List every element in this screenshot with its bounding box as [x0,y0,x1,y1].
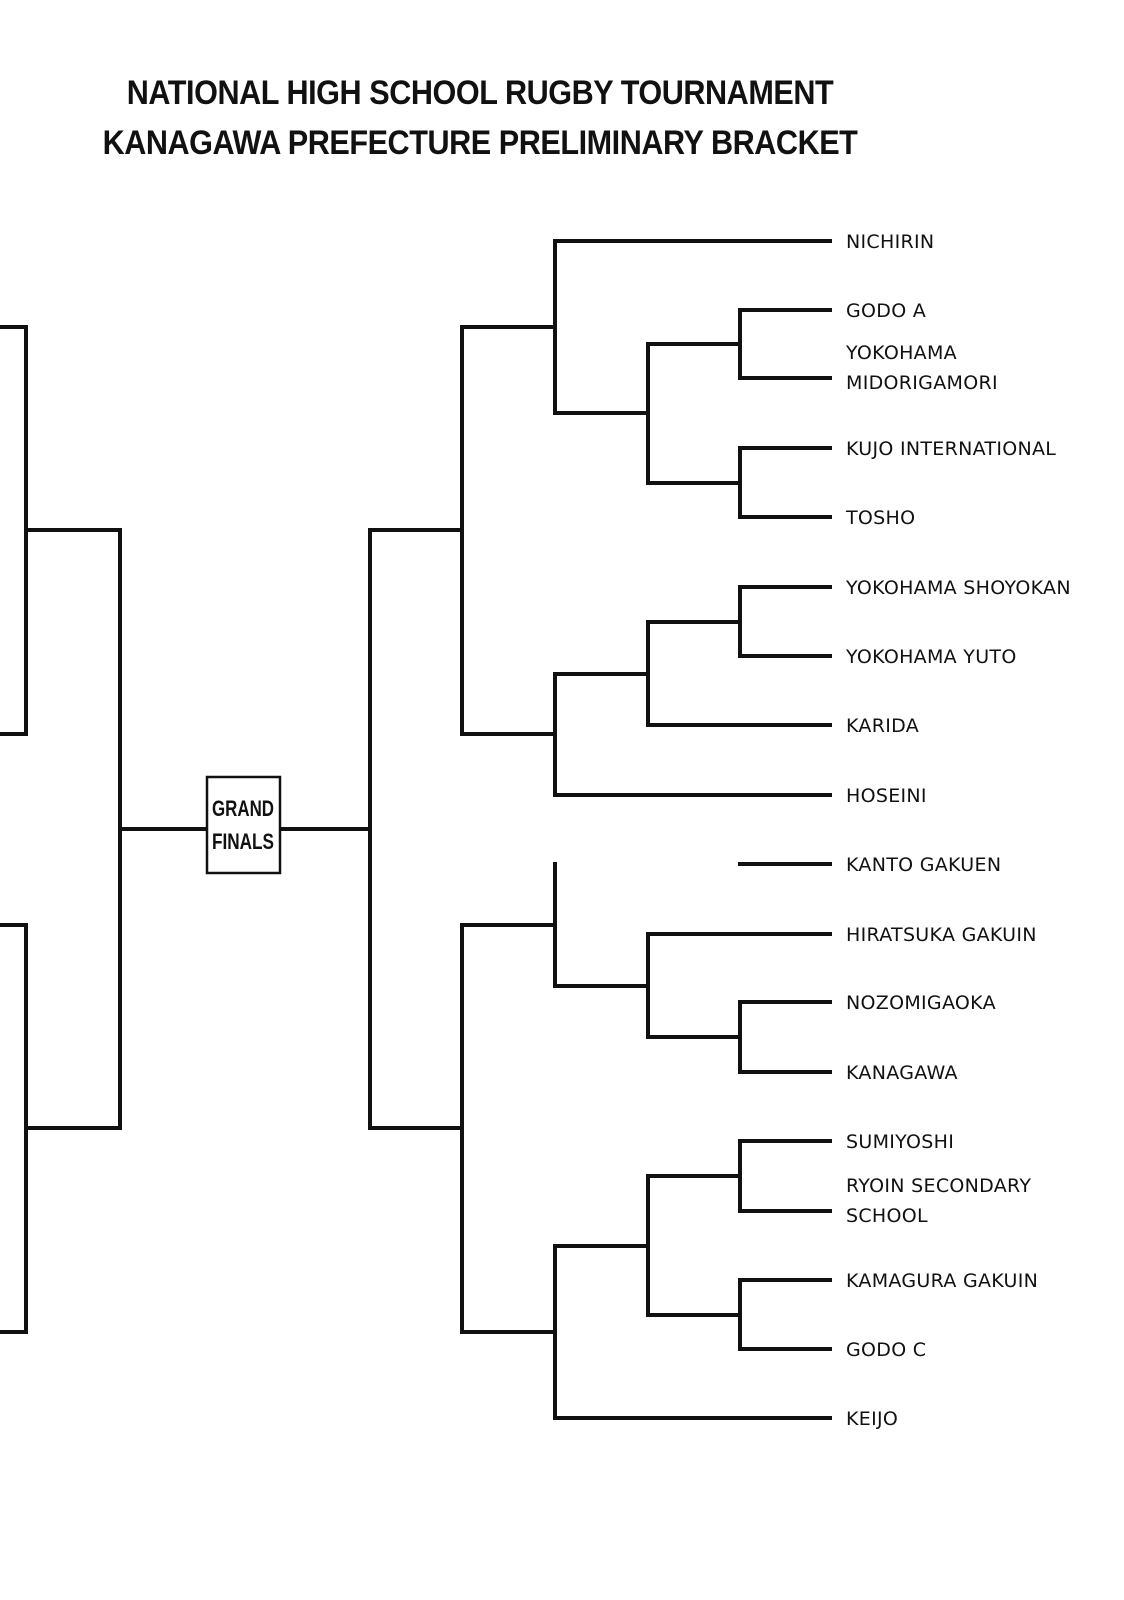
team-label: GODO A [846,300,926,322]
team-label-line: TOSHO [845,507,915,529]
team-label-line: KUJO INTERNATIONAL [846,438,1056,460]
team-label: KAMAGURA GAKUIN [846,1270,1038,1292]
team-label: GODO C [846,1339,926,1361]
team-label-line: YOKOHAMA YUTO [845,646,1017,668]
team-label-line: KEIJO [846,1408,898,1430]
bracket-title-line-1: NATIONAL HIGH SCHOOL RUGBY TOURNAMENT [126,74,834,112]
bracket-lines [0,239,832,1420]
team-label: KARIDA [846,715,919,737]
team-label-line: SUMIYOSHI [846,1131,954,1153]
team-label-line: MIDORIGAMORI [846,372,998,394]
team-label: KEIJO [846,1408,898,1430]
team-label-line: GODO A [846,300,926,322]
bracket-title-line-2: KANAGAWA PREFECTURE PRELIMINARY BRACKET [102,124,858,162]
team-label-line: YOKOHAMA [845,342,957,364]
team-label-line: KAMAGURA GAKUIN [846,1270,1038,1292]
team-label-line: NOZOMIGAOKA [846,992,996,1014]
team-label-line: HOSEINI [846,785,927,807]
team-label: TOSHO [845,507,915,529]
team-label-line: HIRATSUKA GAKUIN [846,924,1037,946]
team-label: NOZOMIGAOKA [846,992,996,1014]
team-label: YOKOHAMA SHOYOKAN [845,577,1071,599]
team-label: KANAGAWA [846,1062,958,1084]
team-label: KANTO GAKUEN [846,854,1001,876]
grand-finals-label-line-2: FINALS [212,829,274,854]
team-label-line: SCHOOL [846,1205,928,1227]
team-label: HOSEINI [846,785,927,807]
team-label-line: KANTO GAKUEN [846,854,1001,876]
team-label-line: YOKOHAMA SHOYOKAN [845,577,1071,599]
team-label: KUJO INTERNATIONAL [846,438,1056,460]
team-labels: NICHIRIN GODO A YOKOHAMA MIDORIGAMORI KUJO I… [845,231,1071,1430]
team-label: RYOIN SECONDARY SCHOOL [846,1175,1031,1227]
team-label: NICHIRIN [846,231,934,253]
team-label-line: KANAGAWA [846,1062,958,1084]
team-label: YOKOHAMA YUTO [845,646,1017,668]
team-label: YOKOHAMA MIDORIGAMORI [845,342,998,394]
team-label-line: RYOIN SECONDARY [846,1175,1031,1197]
team-label: SUMIYOSHI [846,1131,954,1153]
team-label-line: KARIDA [846,715,919,737]
team-label-line: NICHIRIN [846,231,934,253]
team-label: HIRATSUKA GAKUIN [846,924,1037,946]
team-label-line: GODO C [846,1339,926,1361]
grand-finals-label-line-1: GRAND [212,796,274,821]
grand-finals-box [205,775,282,875]
